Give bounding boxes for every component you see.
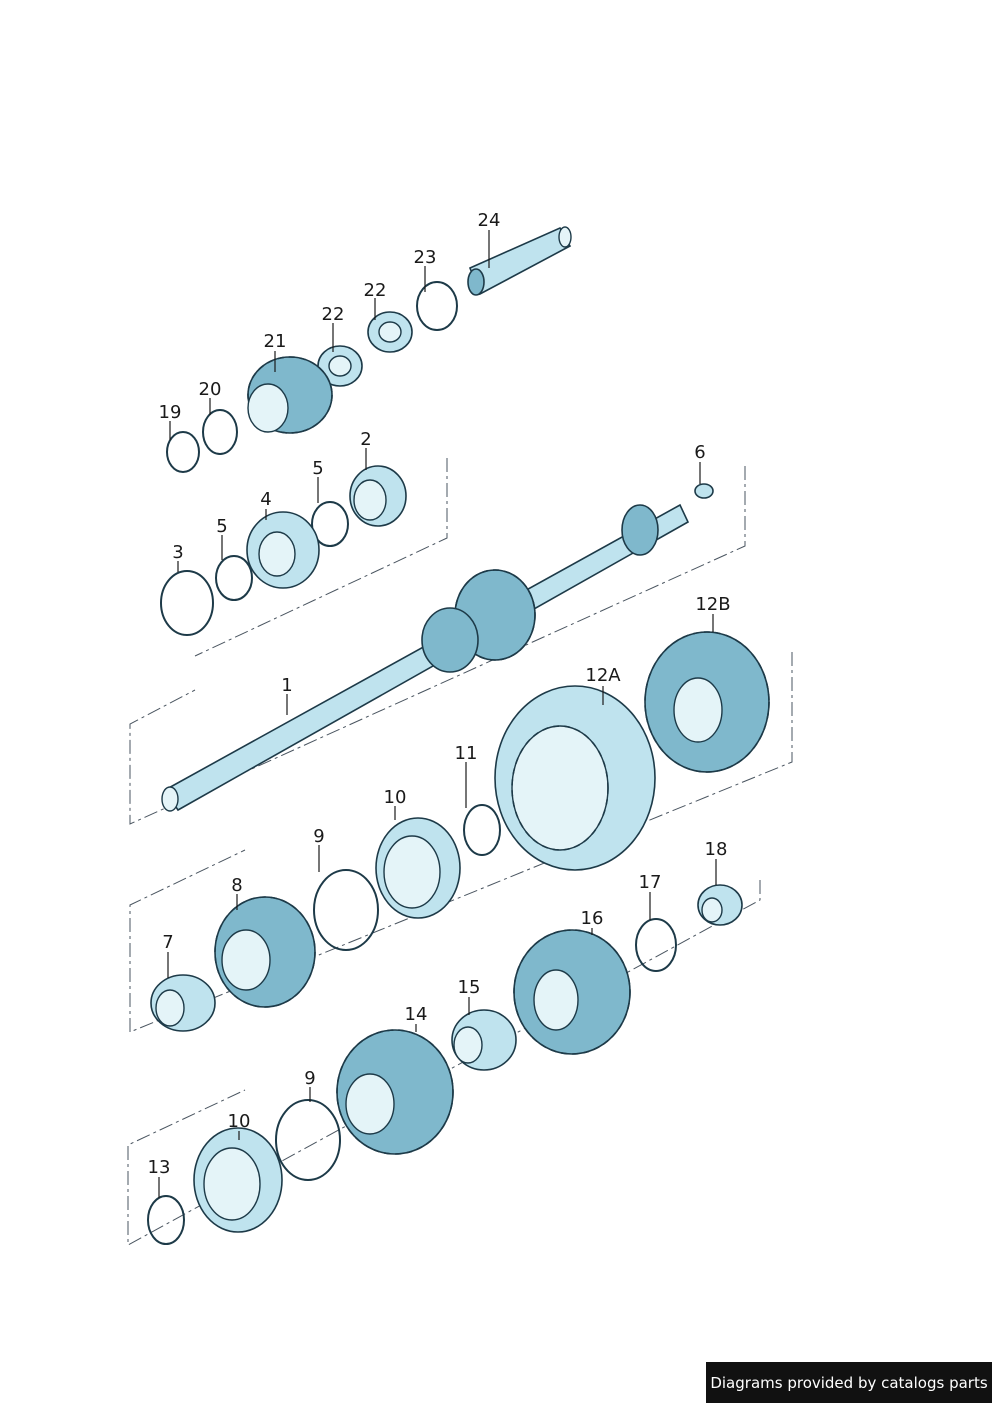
callout-labels: 24 23 22 22 21 20 19 2 5 4 5 3 6 1 12B 1…	[148, 210, 731, 1178]
part-10-synchro-ring-a	[375, 817, 461, 919]
callout-3: 3	[172, 542, 183, 563]
part-17-circlip	[635, 918, 677, 972]
part-10-synchro-ring-b	[193, 1127, 283, 1233]
callout-9-lower: 9	[304, 1068, 315, 1089]
part-14-gear	[336, 1029, 454, 1155]
part-22-needle-bearing-b	[317, 345, 363, 387]
callout-14: 14	[405, 1004, 428, 1025]
callout-10-lower: 10	[228, 1111, 251, 1132]
part-2-roller-bearing	[349, 465, 407, 527]
callout-15: 15	[458, 977, 481, 998]
part-9-spring-ring-b	[275, 1099, 341, 1181]
credit-banner: Diagrams provided by catalogs parts	[706, 1362, 992, 1403]
callout-16: 16	[581, 908, 604, 929]
callout-22-left: 22	[322, 304, 345, 325]
callout-12b: 12B	[695, 594, 730, 615]
callout-2: 2	[360, 429, 371, 450]
callout-leaders	[158, 230, 717, 1198]
callout-19: 19	[159, 402, 182, 423]
part-20-shim	[202, 409, 238, 455]
part-1-main-shaft	[161, 503, 690, 812]
part-3-ring	[160, 570, 214, 636]
callout-9-upper: 9	[313, 826, 324, 847]
callout-11: 11	[455, 743, 478, 764]
part-5-circlip-a	[311, 501, 349, 547]
part-13-circlip	[147, 1195, 185, 1245]
part-7-needle-bearing	[150, 974, 216, 1032]
callout-23: 23	[414, 247, 437, 268]
callout-10-upper: 10	[384, 787, 407, 808]
credit-text: Diagrams provided by catalogs parts	[710, 1373, 988, 1392]
assembly-guides	[127, 458, 793, 1246]
callout-13: 13	[148, 1157, 171, 1178]
part-12b-gear	[644, 631, 770, 773]
callout-7: 7	[162, 932, 173, 953]
callout-24: 24	[478, 210, 501, 231]
part-23-circlip	[416, 281, 458, 331]
part-16-gear	[513, 929, 631, 1055]
part-8-gear	[214, 896, 316, 1008]
callout-18: 18	[705, 839, 728, 860]
callout-1: 1	[281, 675, 292, 696]
part-12a-synchro-sleeve	[494, 685, 656, 871]
callout-20: 20	[199, 379, 222, 400]
callout-22-right: 22	[364, 280, 387, 301]
callout-17: 17	[639, 872, 662, 893]
part-19-circlip	[166, 431, 200, 473]
callout-5-upper: 5	[312, 458, 323, 479]
callout-5-lower: 5	[216, 516, 227, 537]
part-24-pin	[467, 226, 572, 296]
callout-12a: 12A	[585, 665, 621, 686]
part-4-ball-bearing	[246, 511, 320, 589]
part-5-circlip-b	[215, 555, 253, 601]
callout-6: 6	[694, 442, 705, 463]
part-11-circlip	[463, 804, 501, 856]
part-22-needle-bearing-a	[367, 311, 413, 353]
part-18-sleeve	[697, 884, 743, 926]
part-9-spring-ring-a	[313, 869, 379, 951]
part-15-needle-bearing	[451, 1009, 517, 1071]
part-6-sleeve	[694, 483, 714, 499]
callout-4: 4	[260, 489, 271, 510]
callout-8: 8	[231, 875, 242, 896]
callout-21: 21	[264, 331, 287, 352]
part-21-gear	[247, 356, 333, 434]
